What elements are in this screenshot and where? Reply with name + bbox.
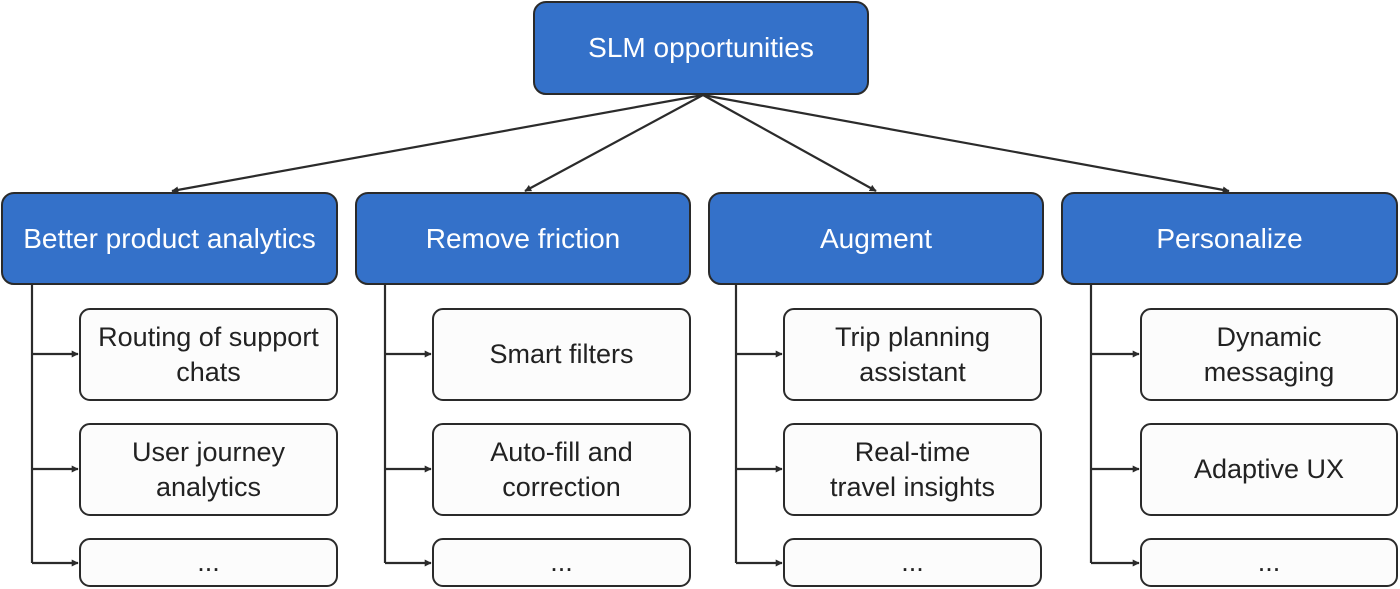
leaf-node-routing-of-support-chats: Routing of support chats bbox=[79, 308, 338, 401]
leaf-label: ... bbox=[901, 547, 924, 578]
category-label: Augment bbox=[819, 222, 933, 254]
leaf-label: Routing of support chats bbox=[98, 321, 319, 387]
category-node-augment: Augment bbox=[708, 192, 1044, 285]
leaf-node-user-journey-analytics: User journey analytics bbox=[79, 423, 338, 516]
leaf-label: Auto-fill and correction bbox=[490, 436, 633, 502]
leaf-node-auto-fill-and-correction: Auto-fill and correction bbox=[432, 423, 691, 516]
leaf-node-smart-filters: Smart filters bbox=[432, 308, 691, 401]
root-label: SLM opportunities bbox=[588, 32, 814, 64]
category-node-remove-friction: Remove friction bbox=[355, 192, 691, 285]
leaf-label: Dynamic messaging bbox=[1203, 321, 1335, 387]
leaf-node-more: ... bbox=[783, 538, 1042, 587]
leaf-node-trip-planning-assistant: Trip planning assistant bbox=[783, 308, 1042, 401]
root-node: SLM opportunities bbox=[533, 1, 869, 95]
leaf-label: Real-time travel insights bbox=[829, 436, 996, 502]
category-label: Personalize bbox=[1156, 222, 1303, 254]
category-node-personalize: Personalize bbox=[1061, 192, 1398, 285]
edges bbox=[30, 93, 1230, 567]
root-to-category-arrow bbox=[171, 93, 704, 194]
leaf-label: Smart filters bbox=[489, 339, 634, 370]
root-to-category-arrow bbox=[524, 94, 704, 192]
leaf-label: Trip planning assistant bbox=[834, 321, 991, 387]
leaf-node-more: ... bbox=[432, 538, 691, 587]
category-label: Remove friction bbox=[425, 222, 621, 254]
leaf-label: User journey analytics bbox=[131, 436, 286, 502]
leaf-node-adaptive-ux: Adaptive UX bbox=[1140, 423, 1398, 516]
leaf-node-more: ... bbox=[79, 538, 338, 587]
leaf-label: ... bbox=[550, 547, 573, 578]
leaf-label: Adaptive UX bbox=[1193, 454, 1345, 485]
category-node-better-product-analytics: Better product analytics bbox=[1, 192, 338, 285]
leaf-label: ... bbox=[1257, 547, 1281, 578]
leaf-node-real-time-travel-insights: Real-time travel insights bbox=[783, 423, 1042, 516]
root-to-category-arrow bbox=[702, 93, 1230, 194]
root-to-category-arrow bbox=[702, 94, 877, 192]
category-label: Better product analytics bbox=[23, 222, 316, 254]
leaf-node-dynamic-messaging: Dynamic messaging bbox=[1140, 308, 1398, 401]
leaf-label: ... bbox=[197, 547, 220, 578]
leaf-node-more: ... bbox=[1140, 538, 1398, 587]
